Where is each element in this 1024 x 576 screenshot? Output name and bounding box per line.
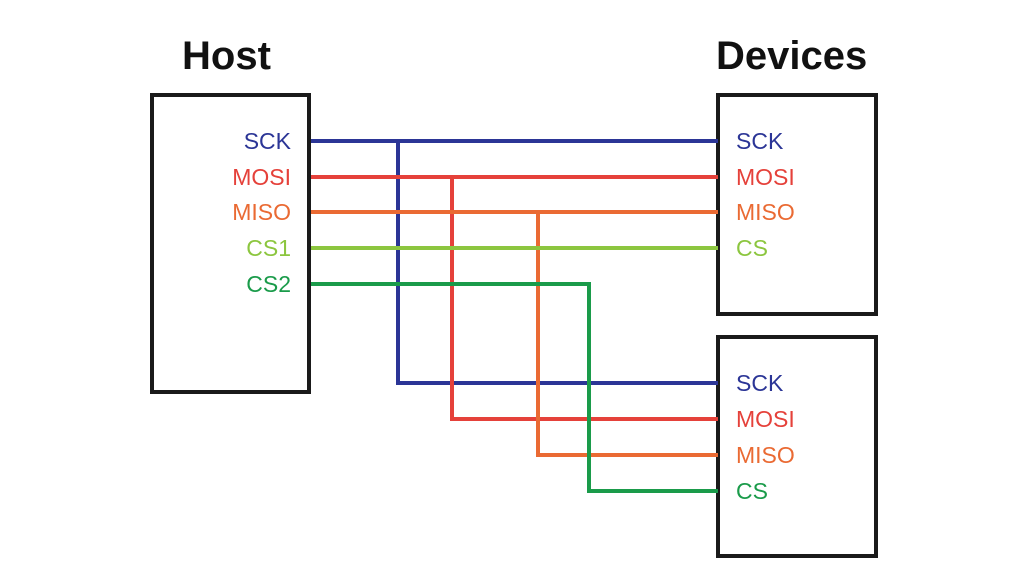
- device-1-pin-miso: MISO: [736, 199, 795, 225]
- mosi-wire-device-2: [450, 177, 718, 421]
- host-pin-cs1: CS1: [246, 235, 291, 261]
- device-2-box: [716, 335, 878, 558]
- device-1-pin-cs: CS: [736, 235, 768, 261]
- devices-heading: Devices: [716, 34, 868, 78]
- host-pin-sck: SCK: [243, 128, 291, 154]
- miso-wire-device-2: [536, 212, 718, 457]
- device-1-pin-mosi: MOSI: [736, 164, 795, 190]
- host-heading: Host: [182, 34, 271, 78]
- device-2-pin-mosi: MOSI: [736, 406, 795, 432]
- device-2-pin-sck: SCK: [736, 370, 784, 396]
- host-box: [150, 93, 311, 394]
- device-1-box: [716, 93, 878, 316]
- host-pin-mosi: MOSI: [232, 164, 291, 190]
- device-2-pin-cs: CS: [736, 478, 768, 504]
- device-2-pin-miso: MISO: [736, 442, 795, 468]
- host-pin-cs2: CS2: [246, 271, 291, 297]
- cs2-wire: [311, 282, 718, 493]
- host-pin-miso: MISO: [232, 199, 291, 225]
- device-1-pin-sck: SCK: [736, 128, 784, 154]
- sck-wire-device-2: [396, 141, 718, 385]
